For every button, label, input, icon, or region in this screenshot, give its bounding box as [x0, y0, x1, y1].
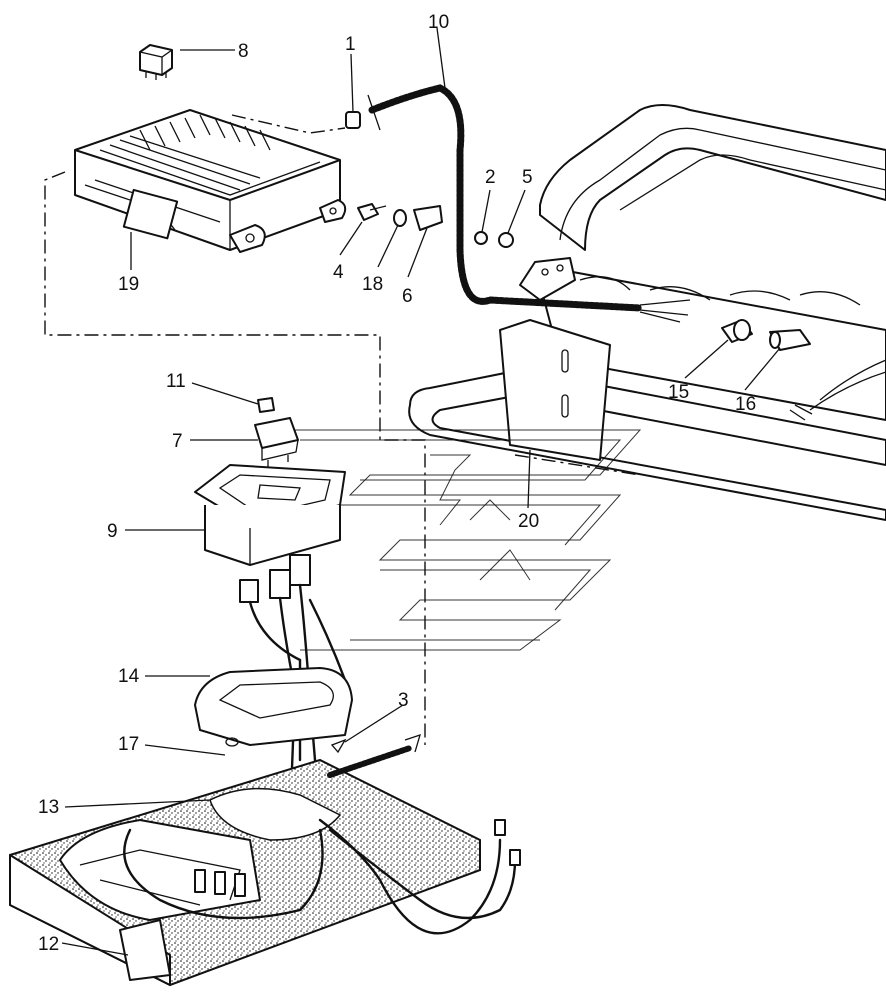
- callout-16: 16: [735, 394, 756, 415]
- callout-9: 9: [107, 521, 118, 542]
- callout-10: 10: [428, 12, 449, 33]
- callout-13: 13: [38, 797, 59, 818]
- callout-17: 17: [118, 734, 139, 755]
- bezel-drawing: [194, 667, 353, 747]
- display-unit-drawing: [194, 464, 346, 566]
- callout-19: 19: [118, 274, 139, 295]
- floor-panel-drawing: [9, 758, 521, 987]
- leader-lines: [61, 27, 781, 956]
- callout-20: 20: [518, 511, 539, 532]
- relay-drawing: [139, 44, 173, 80]
- callout-18: 18: [362, 274, 383, 295]
- callout-15: 15: [668, 382, 689, 403]
- callout-8: 8: [238, 41, 249, 62]
- callout-12: 12: [38, 934, 59, 955]
- callout-14: 14: [118, 666, 140, 687]
- callout-3: 3: [398, 690, 409, 711]
- rocker-switch-drawing: [254, 417, 299, 468]
- alignment-lines: [44, 114, 641, 745]
- callout-2: 2: [485, 167, 496, 188]
- callout-4: 4: [333, 262, 344, 283]
- callout-5: 5: [522, 167, 533, 188]
- wiring-harness-drawing: [367, 84, 691, 323]
- plug-connectors-drawing: [721, 319, 811, 351]
- callout-11: 11: [166, 371, 186, 392]
- cab-frame-drawing: [408, 104, 886, 521]
- callout-7: 7: [172, 431, 183, 452]
- mounting-bracket-outline: [290, 429, 642, 651]
- control-unit-drawing: [74, 109, 347, 253]
- fastener-drawings: [257, 111, 514, 754]
- callout-6: 6: [402, 286, 413, 307]
- spring-and-bolt-drawing: [327, 733, 421, 778]
- callout-numbers: 1 2 3 4 5 6 7 8 9 10 11 12 13 14 15 16 1…: [38, 12, 756, 955]
- callout-1: 1: [345, 34, 356, 55]
